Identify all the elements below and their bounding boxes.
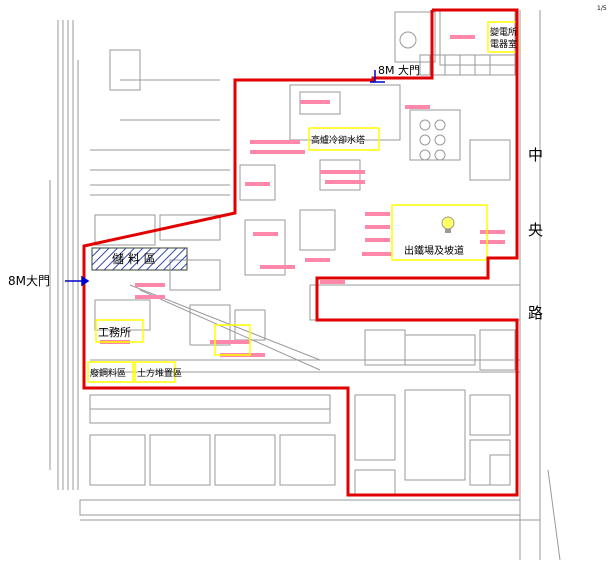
- gate-left-label: 8M大門: [8, 274, 50, 288]
- yellow-area-boxes: [87, 21, 519, 383]
- scrap-yard-label: 廢鋼料區: [90, 367, 126, 379]
- lightbulb-icon: [441, 216, 455, 233]
- material-yard-hatch: [91, 247, 188, 271]
- works-office-label: 工務所: [98, 325, 131, 339]
- road-char-2: 央: [528, 221, 543, 239]
- material-yard-label: 儲 料 區: [112, 252, 156, 266]
- pink-building-markers: [100, 35, 505, 357]
- cooling-tower-label: 高爐冷卻水塔: [311, 134, 365, 146]
- substation-label-line2: 電器室: [490, 38, 517, 50]
- gate-top-label: 8M 大門: [378, 63, 420, 77]
- gate-arrows: [65, 70, 385, 287]
- page-number: 1/5: [597, 5, 607, 12]
- site-boundary: [82, 8, 519, 497]
- soil-yard-label: 土方堆置區: [137, 367, 182, 379]
- road-char-3: 路: [528, 304, 543, 322]
- plan-linework: [49, 9, 561, 561]
- road-char-1: 中: [528, 146, 543, 164]
- substation-label-line1: 變電所: [490, 26, 517, 38]
- slag-area-label: 出鐵場及坡道: [404, 244, 464, 257]
